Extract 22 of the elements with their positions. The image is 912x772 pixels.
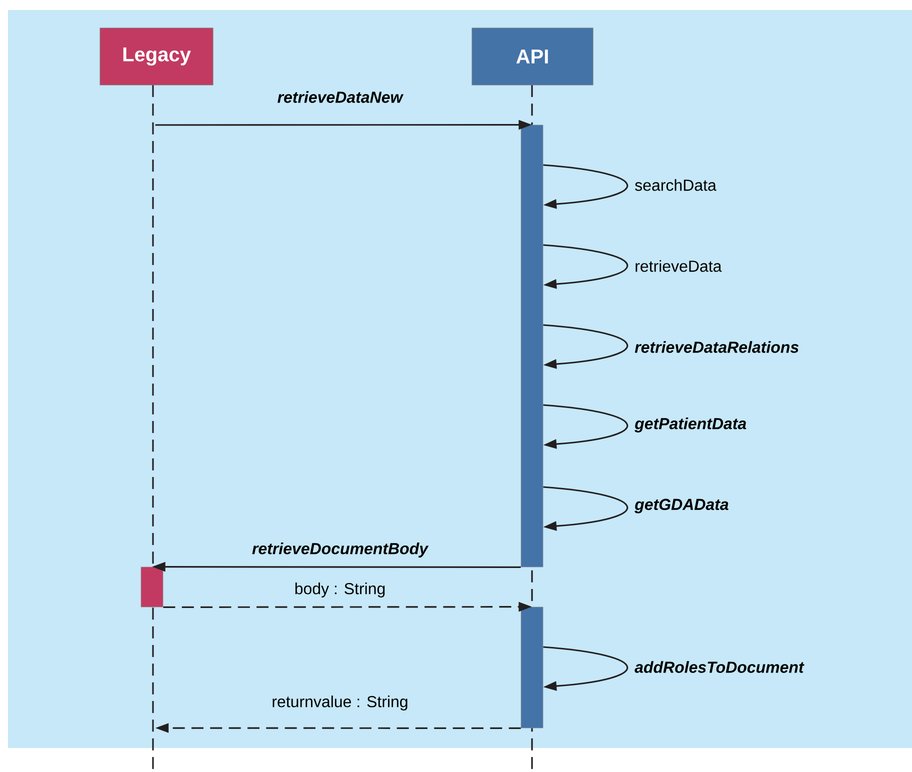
- edge-label: getPatientData: [633, 416, 748, 434]
- message-arrow: [543, 324, 628, 369]
- edge-label: retrieveDataRelations: [633, 340, 800, 354]
- lifeline: [152, 85, 154, 772]
- message-arrow: [543, 244, 628, 289]
- edge-label: retrieveData: [633, 258, 724, 274]
- edge-label: retrieveDataNew: [276, 90, 404, 104]
- edge-label: returnvalue : String: [270, 694, 410, 712]
- participant-box: Legacy: [100, 28, 214, 86]
- activation-bar: [520, 124, 544, 568]
- message-arrow: [543, 486, 628, 531]
- message-arrow: [543, 646, 628, 691]
- edge-label: retrieveDocumentBody: [250, 541, 430, 559]
- edge-label: body : String: [293, 581, 387, 599]
- message-arrow: [543, 164, 628, 209]
- edge-label: getGDAData: [633, 497, 730, 515]
- message-arrow: [543, 404, 628, 449]
- edge-label: addRolesToDocument: [633, 660, 806, 674]
- activation-bar: [520, 606, 544, 728]
- edge-label: searchData: [633, 178, 718, 192]
- activation-bar: [140, 566, 164, 608]
- participant-box: API: [472, 28, 594, 86]
